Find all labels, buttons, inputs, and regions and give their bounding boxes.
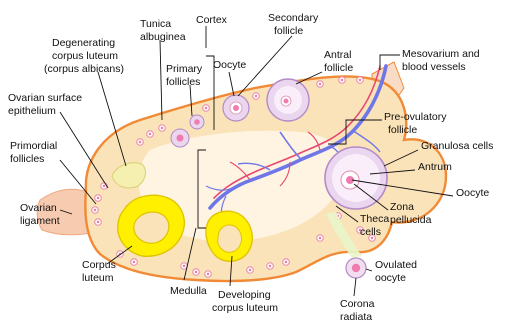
- label-pre-ovulatory-follicle: Pre-ovulatory follicle: [384, 111, 449, 136]
- label-primordial-follicles: Primordial follicles: [10, 140, 60, 165]
- label-mesovarium: Mesovarium and blood vessels: [402, 48, 483, 73]
- label-corona-radiata: Corona radiata: [340, 298, 377, 323]
- label-oocyte-right: Oocyte: [456, 187, 489, 199]
- label-tunica-albuginea: Tunica albuginea: [140, 18, 186, 43]
- label-medulla: Medulla: [170, 285, 207, 297]
- antral-follicle: [267, 79, 309, 121]
- label-primary-follicles: Primary follicles: [166, 63, 205, 88]
- label-oocyte-top: Oocyte: [213, 59, 246, 71]
- label-antrum: Antrum: [418, 161, 452, 173]
- label-granulosa-cells: Granulosa cells: [421, 140, 493, 152]
- label-antral-follicle: Antral follicle: [324, 49, 354, 74]
- label-corpus-luteum: Corpus luteum: [82, 259, 119, 284]
- label-corpus-albicans: Degenerating corpus luteum (corpus albic…: [44, 37, 124, 75]
- label-secondary-follicle: Secondary follicle: [268, 12, 321, 37]
- label-ovarian-ligament: Ovarian ligament: [20, 202, 60, 227]
- label-developing-corpus-luteum: Developing corpus luteum: [212, 289, 278, 314]
- label-ovulated-oocyte: Ovulated oocyte: [375, 259, 420, 284]
- label-cortex: Cortex: [196, 14, 228, 26]
- secondary-follicle: [223, 95, 249, 121]
- developing-corpus-luteum: [206, 211, 252, 261]
- ovulated-oocyte: [346, 258, 366, 278]
- pre-ovulatory-follicle: [325, 147, 387, 209]
- label-ovarian-surface-epithelium: Ovarian surface epithelium: [8, 92, 85, 117]
